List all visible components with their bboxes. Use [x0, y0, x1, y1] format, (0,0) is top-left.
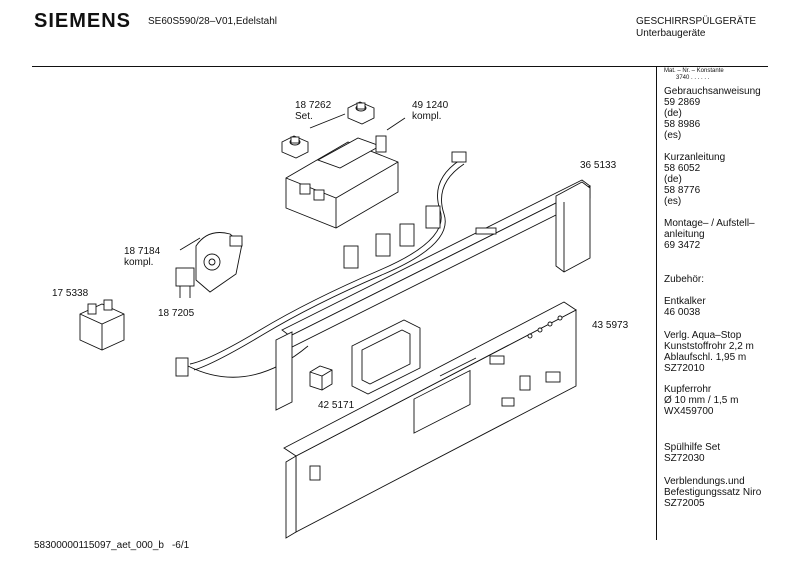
category-line-1: GESCHIRRSPÜLGERÄTE — [636, 16, 757, 27]
part-number: 18 7205 — [158, 308, 195, 319]
material-value: 3740 . . . . . . — [676, 75, 710, 81]
model-title: SE60S590/28–V01,Edelstahl — [148, 16, 277, 27]
part-label-187184: 18 7184 kompl. — [124, 246, 160, 268]
document-id: 58300000115097_aet_000_b — [34, 540, 164, 551]
sidebar-block-copper-pipe: Kupferrohr Ø 10 mm / 1,5 m WX459700 — [664, 384, 738, 417]
sidebar-line: 58 8986 — [664, 119, 701, 130]
sidebar-line: Zubehör: — [664, 274, 705, 285]
sidebar-line: SZ72010 — [664, 363, 705, 374]
page-number: -6/1 — [171, 540, 190, 551]
part-drawing-button-frame — [351, 319, 421, 395]
part-drawing-187205 — [175, 267, 195, 298]
sidebar-line: (es) — [664, 130, 682, 141]
material-label: Mat. – Nr. – Konstante — [664, 68, 724, 74]
sidebar-line: Befestigungssatz Niro — [664, 487, 762, 498]
sidebar-line: (de) — [664, 108, 682, 119]
sidebar-line: Verlg. Aqua–Stop — [664, 330, 742, 341]
sidebar-line: Verblendungs.und — [664, 476, 745, 487]
sidebar-line: (es) — [664, 196, 682, 207]
sidebar-block-aqua-stop: Verlg. Aqua–Stop Kunststoffrohr 2,2 m Ab… — [664, 330, 754, 374]
part-number: 17 5338 — [52, 288, 89, 299]
sidebar-line: Ablaufschl. 1,95 m — [664, 352, 747, 363]
sidebar-block-descaler: Entkalker 46 0038 — [664, 296, 706, 318]
sidebar-line: 58 6052 — [664, 163, 701, 174]
sidebar-line: SZ72005 — [664, 498, 705, 509]
sidebar-block-rinse-aid: Spülhilfe Set SZ72030 — [664, 442, 720, 464]
part-label-187205: 18 7205 — [158, 308, 194, 319]
part-label-175338: 17 5338 — [52, 288, 88, 299]
part-drawing-187184 — [179, 232, 243, 293]
footer: 58300000115097_aet_000_b -6/1 — [34, 540, 189, 551]
part-drawing-187262 — [281, 101, 375, 159]
part-drawing-365133 — [275, 179, 591, 411]
part-label-491240: 49 1240 kompl. — [412, 100, 448, 122]
sidebar-line: anleitung — [664, 229, 705, 240]
part-note: kompl. — [124, 257, 154, 268]
category-title: GESCHIRRSPÜLGERÄTE Unterbaugeräte — [636, 16, 756, 40]
sidebar-line: Kupferrohr — [664, 384, 712, 395]
part-label-435973: 43 5973 — [592, 320, 628, 331]
part-drawing-wiring-harness — [175, 151, 467, 378]
sidebar-line: Gebrauchsanweisung — [664, 86, 761, 97]
part-number: 36 5133 — [580, 160, 617, 171]
part-drawing-435973 — [283, 301, 577, 539]
part-number: 18 7262 — [295, 100, 332, 111]
part-number: 18 7184 — [124, 246, 161, 257]
sidebar-line: Kurzanleitung — [664, 152, 726, 163]
sidebar-line: 58 8776 — [664, 185, 701, 196]
part-number: 49 1240 — [412, 100, 449, 111]
header-divider — [32, 66, 768, 67]
sidebar-line: (de) — [664, 174, 682, 185]
sidebar-block-cover-kit: Verblendungs.und Befestigungssatz Niro S… — [664, 476, 761, 509]
sidebar-block-accessories: Zubehör: — [664, 274, 704, 285]
sidebar-line: 46 0038 — [664, 307, 701, 318]
part-drawing-425171 — [309, 365, 333, 391]
sidebar-line: Entkalker — [664, 296, 706, 307]
sidebar-line: WX459700 — [664, 406, 714, 417]
sidebar-divider — [656, 66, 657, 540]
sidebar-block-manual: Gebrauchsanweisung 59 2869 (de) 58 8986 … — [664, 86, 761, 141]
category-line-2: Unterbaugeräte — [636, 28, 706, 39]
part-label-187262: 18 7262 Set. — [295, 100, 331, 122]
sidebar-line: 59 2869 — [664, 97, 701, 108]
part-drawing-175338 — [79, 299, 125, 351]
sidebar-line: SZ72030 — [664, 453, 705, 464]
sidebar-line: Montage– / Aufstell– — [664, 218, 755, 229]
sidebar-line: Spülhilfe Set — [664, 442, 721, 453]
material-number-header: Mat. – Nr. – Konstante 3740 . . . . . . — [664, 68, 724, 82]
sidebar-line: Ø 10 mm / 1,5 m — [664, 395, 739, 406]
part-number: 42 5171 — [318, 400, 355, 411]
sidebar-block-installation: Montage– / Aufstell– anleitung 69 3472 — [664, 218, 755, 251]
part-number: 43 5973 — [592, 320, 629, 331]
part-label-425171: 42 5171 — [318, 400, 354, 411]
part-label-365133: 36 5133 — [580, 160, 616, 171]
part-drawing-491240 — [285, 117, 406, 229]
sidebar-line: 69 3472 — [664, 240, 701, 251]
brand-logo: SIEMENS — [34, 10, 132, 32]
sidebar-line: Kunststoffrohr 2,2 m — [664, 341, 754, 352]
sidebar-block-short-guide: Kurzanleitung 58 6052 (de) 58 8776 (es) — [664, 152, 725, 207]
part-note: Set. — [295, 111, 313, 122]
part-note: kompl. — [412, 111, 442, 122]
